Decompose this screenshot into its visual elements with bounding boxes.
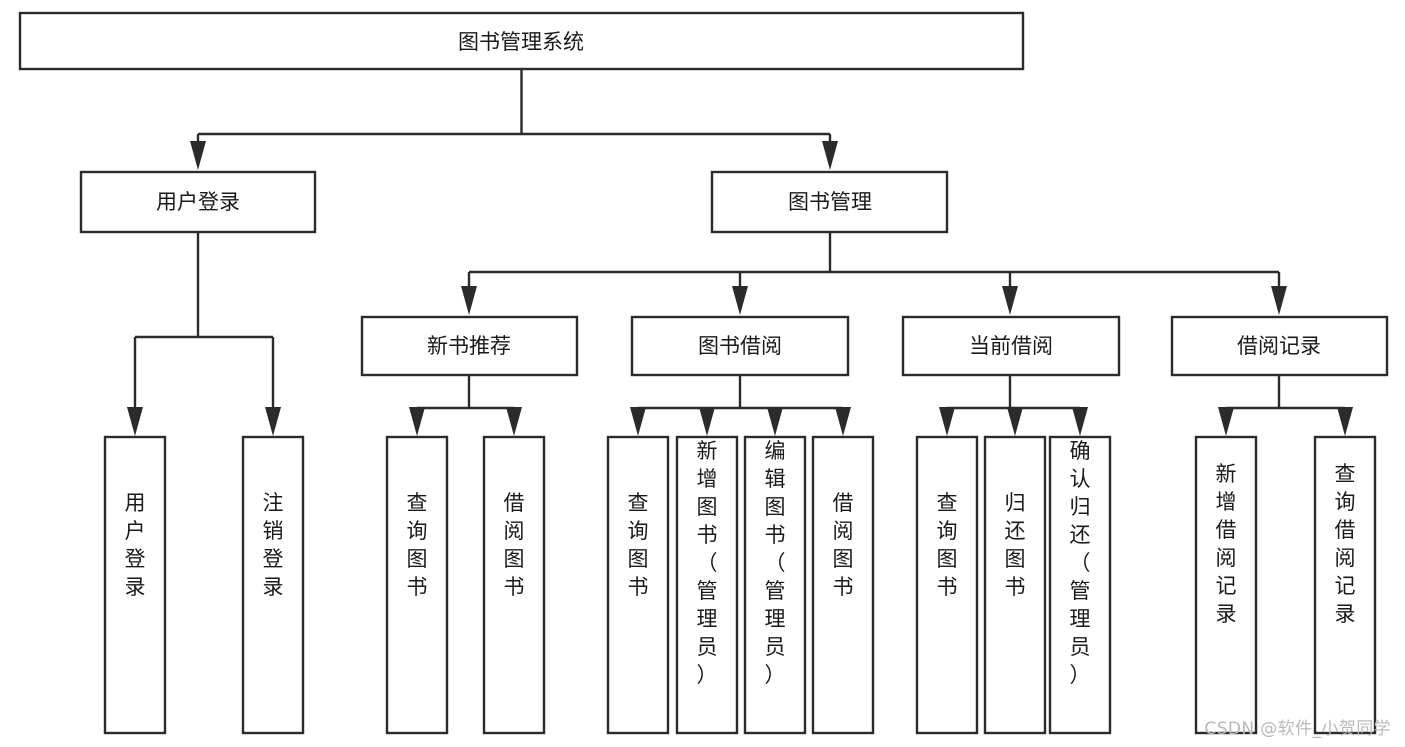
node-leaf-current-borrow-1-label: 查询图书 <box>937 491 958 599</box>
node-book-management-box[interactable] <box>710 170 949 234</box>
node-leaf-book-borrow-3-label: 编辑图书（管理员） <box>765 439 786 687</box>
node-new-book-recommend-label: 新书推荐 <box>427 334 511 358</box>
node-user-login-label: 用户登录 <box>156 190 240 214</box>
arrow-root-to-book-mgmt <box>822 141 838 170</box>
node-leaf-book-borrow-2-box[interactable] <box>675 435 739 735</box>
node-borrow-record-label: 借阅记录 <box>1237 334 1321 358</box>
node-leaf-current-borrow-3-label: 确认归还（管理员） <box>1070 439 1091 687</box>
node-leaf-book-borrow-1-label: 查询图书 <box>628 491 649 599</box>
node-leaf-book-borrow-3-box[interactable] <box>743 435 807 735</box>
node-leaf-current-borrow-3[interactable]: 确认归还（管理员） <box>1048 435 1112 735</box>
connector-group-book-mgmt <box>461 232 1287 315</box>
node-book-management[interactable]: 图书管理 <box>710 170 949 234</box>
node-book-borrow-label: 图书借阅 <box>698 334 782 358</box>
node-leaf-new-book-2-label: 借阅图书 <box>504 491 525 599</box>
node-new-book-recommend-box[interactable] <box>360 315 579 377</box>
node-leaf-user-login-2-label: 注销登录 <box>263 491 284 599</box>
node-leaf-new-book-1-label: 查询图书 <box>407 491 428 599</box>
node-current-borrow[interactable]: 当前借阅 <box>901 315 1121 377</box>
arrow-bookborrow-to-leaf-2 <box>699 407 715 436</box>
node-leaf-user-login-2-box[interactable] <box>241 435 305 735</box>
node-leaf-current-borrow-2-box[interactable] <box>983 435 1047 735</box>
connector-group-book-borrow <box>630 375 851 436</box>
node-leaf-book-borrow-1[interactable]: 查询图书 <box>606 435 670 735</box>
node-leaf-borrow-record-1-label: 新增借阅记录 <box>1216 462 1237 626</box>
node-leaf-user-login-1-box[interactable] <box>103 435 167 735</box>
node-leaf-book-borrow-4[interactable]: 借阅图书 <box>811 435 875 735</box>
node-leaf-book-borrow-3[interactable]: 编辑图书（管理员） <box>743 435 807 735</box>
node-current-borrow-box[interactable] <box>901 315 1121 377</box>
node-leaf-book-borrow-2[interactable]: 新增图书（管理员） <box>675 435 739 735</box>
arrow-bookmgmt-to-borrow-record <box>1271 286 1287 315</box>
arrow-userlogin-to-leaf-2 <box>265 407 281 436</box>
node-leaf-current-borrow-2-label: 归还图书 <box>1005 491 1026 599</box>
node-leaf-current-borrow-3-box[interactable] <box>1048 435 1112 735</box>
node-root-label: 图书管理系统 <box>458 30 584 54</box>
node-borrow-record-box[interactable] <box>1170 315 1389 377</box>
arrow-currentborrow-to-leaf-1 <box>939 407 955 436</box>
arrow-bookborrow-to-leaf-4 <box>835 407 851 436</box>
csdn-watermark: CSDN @软件_小贺同学 <box>1204 719 1391 739</box>
connector-group-new-book <box>409 375 522 436</box>
connector-group-root <box>190 69 838 170</box>
node-current-borrow-label: 当前借阅 <box>969 334 1053 358</box>
node-root[interactable]: 图书管理系统 <box>18 11 1025 71</box>
node-user-login-box[interactable] <box>79 170 317 234</box>
node-leaf-new-book-2-box[interactable] <box>482 435 546 735</box>
node-borrow-record[interactable]: 借阅记录 <box>1170 315 1389 377</box>
node-leaf-new-book-1[interactable]: 查询图书 <box>385 435 449 735</box>
arrow-borrowrecord-to-leaf-2 <box>1337 407 1353 436</box>
node-leaf-borrow-record-2-label: 查询借阅记录 <box>1335 462 1356 626</box>
node-user-login[interactable]: 用户登录 <box>79 170 317 234</box>
node-leaf-user-login-1[interactable]: 用户登录 <box>103 435 167 735</box>
arrow-bookmgmt-to-book-borrow <box>732 286 748 315</box>
arrow-bookmgmt-to-current-borrow <box>1002 286 1018 315</box>
node-leaf-borrow-record-1-box[interactable] <box>1194 435 1258 735</box>
arrow-bookborrow-to-leaf-1 <box>630 407 646 436</box>
connector-group-borrow-record <box>1218 375 1353 436</box>
node-book-borrow[interactable]: 图书借阅 <box>630 315 850 377</box>
node-leaf-current-borrow-1[interactable]: 查询图书 <box>915 435 979 735</box>
node-leaf-book-borrow-1-box[interactable] <box>606 435 670 735</box>
node-leaf-current-borrow-1-box[interactable] <box>915 435 979 735</box>
arrow-newbook-to-leaf-1 <box>409 407 425 436</box>
node-leaf-book-borrow-4-label: 借阅图书 <box>833 491 854 599</box>
node-root-box[interactable] <box>18 11 1025 71</box>
node-leaf-user-login-1-label: 用户登录 <box>125 491 146 599</box>
node-leaf-new-book-2[interactable]: 借阅图书 <box>482 435 546 735</box>
node-leaf-user-login-2[interactable]: 注销登录 <box>241 435 305 735</box>
arrow-currentborrow-to-leaf-3 <box>1072 407 1088 436</box>
arrow-root-to-user-login <box>190 141 206 170</box>
arrow-currentborrow-to-leaf-2 <box>1007 407 1023 436</box>
node-book-borrow-box[interactable] <box>630 315 850 377</box>
arrow-newbook-to-leaf-2 <box>506 407 522 436</box>
node-leaf-book-borrow-2-label: 新增图书（管理员） <box>697 439 718 687</box>
node-leaf-borrow-record-2-box[interactable] <box>1313 435 1377 735</box>
arrow-bookborrow-to-leaf-3 <box>767 407 783 436</box>
arrow-bookmgmt-to-new-book <box>461 286 477 315</box>
node-new-book-recommend[interactable]: 新书推荐 <box>360 315 579 377</box>
node-leaf-current-borrow-2[interactable]: 归还图书 <box>983 435 1047 735</box>
node-leaf-book-borrow-4-box[interactable] <box>811 435 875 735</box>
node-leaf-new-book-1-box[interactable] <box>385 435 449 735</box>
node-book-management-label: 图书管理 <box>788 190 872 214</box>
node-leaf-borrow-record-1[interactable]: 新增借阅记录 <box>1194 435 1258 735</box>
arrow-userlogin-to-leaf-1 <box>127 407 143 436</box>
connector-group-current-borrow <box>939 375 1088 436</box>
node-leaf-borrow-record-2[interactable]: 查询借阅记录 <box>1313 435 1377 735</box>
connector-group-user-login <box>127 232 281 436</box>
arrow-borrowrecord-to-leaf-1 <box>1218 407 1234 436</box>
